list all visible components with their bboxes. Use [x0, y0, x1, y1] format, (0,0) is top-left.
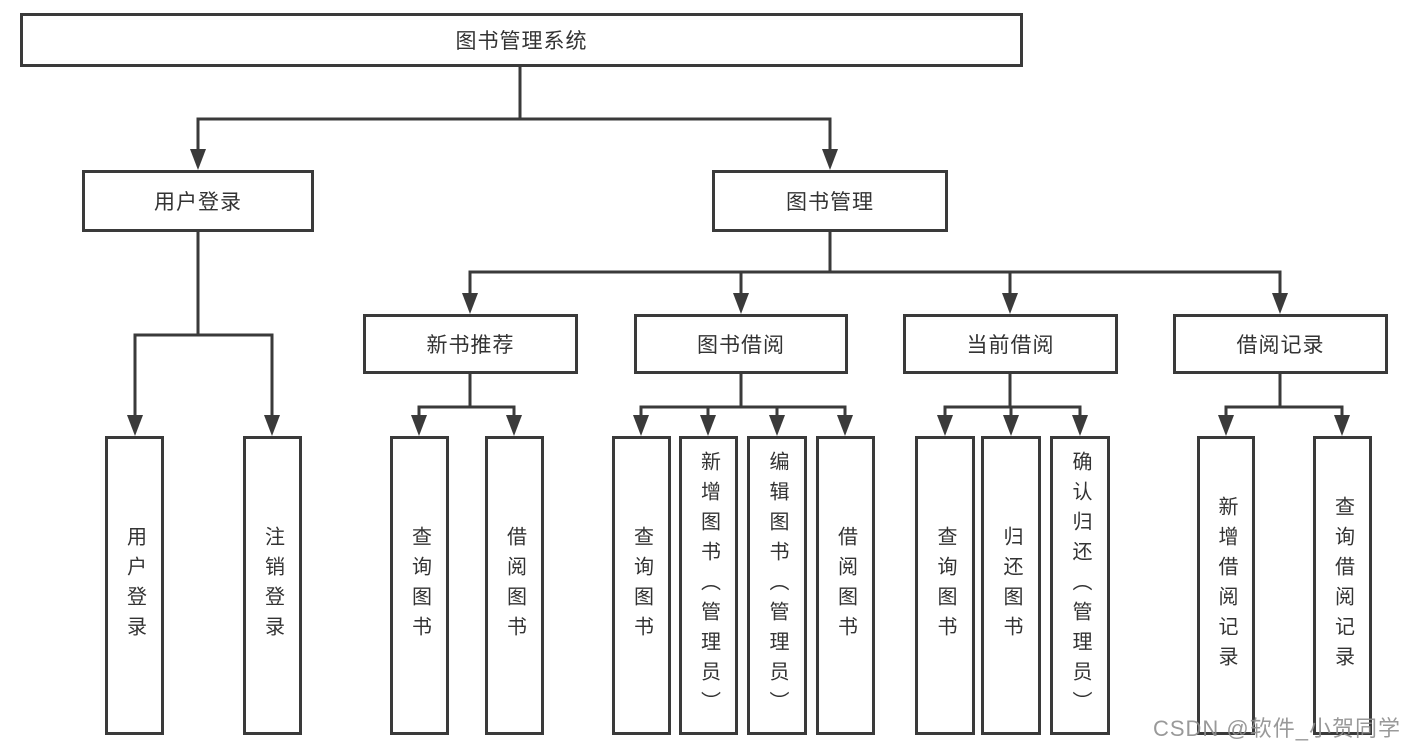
- node-recommend-borrow-books: 借阅图书: [485, 436, 544, 735]
- node-label: 查询图书: [934, 525, 956, 646]
- connector-user-login-to-leaves: [127, 232, 280, 436]
- node-label: 查询图书: [408, 525, 431, 646]
- node-label: 归还图书: [1000, 525, 1022, 646]
- connector-new-book-recommend-to-leaves: [411, 374, 522, 436]
- node-library-management-system: 图书管理系统: [20, 13, 1023, 67]
- node-label: 确认归还（管理员）: [1069, 450, 1091, 721]
- node-book-borrow: 图书借阅: [634, 314, 848, 374]
- node-return-books: 归还图书: [981, 436, 1041, 735]
- node-label: 新增图书（管理员）: [697, 450, 720, 721]
- node-label: 当前借阅: [966, 334, 1055, 357]
- node-borrow-query-books: 查询图书: [612, 436, 671, 735]
- node-label: 图书借阅: [697, 334, 785, 357]
- node-label: 用户登录: [123, 525, 146, 646]
- node-add-books-admin: 新增图书（管理员）: [679, 436, 738, 735]
- node-label: 编辑图书（管理员）: [766, 450, 788, 721]
- node-label: 图书管理: [786, 191, 874, 214]
- node-user-login-action: 用户登录: [105, 436, 164, 735]
- node-borrow-borrow-books: 借阅图书: [816, 436, 875, 735]
- node-query-borrow-record: 查询借阅记录: [1313, 436, 1372, 735]
- node-label: 借阅图书: [503, 525, 526, 646]
- node-add-borrow-record: 新增借阅记录: [1197, 436, 1255, 735]
- node-label: 查询借阅记录: [1331, 495, 1354, 676]
- node-label: 新增借阅记录: [1215, 495, 1237, 676]
- node-book-management: 图书管理: [712, 170, 948, 232]
- node-confirm-return-admin: 确认归还（管理员）: [1050, 436, 1110, 735]
- node-borrow-records: 借阅记录: [1173, 314, 1388, 374]
- node-recommend-query-books: 查询图书: [390, 436, 449, 735]
- node-label: 借阅记录: [1236, 334, 1325, 357]
- node-logout-action: 注销登录: [243, 436, 302, 735]
- node-edit-books-admin: 编辑图书（管理员）: [747, 436, 807, 735]
- connector-current-borrow-to-leaves: [937, 374, 1088, 436]
- node-label: 图书管理系统: [455, 30, 588, 53]
- node-user-login: 用户登录: [82, 170, 314, 232]
- connector-root-to-level2: [190, 67, 838, 170]
- node-label: 借阅图书: [834, 525, 857, 646]
- node-new-book-recommend: 新书推荐: [363, 314, 578, 374]
- connector-book-management-to-level3: [462, 232, 1288, 314]
- node-label: 查询图书: [630, 525, 653, 646]
- connector-borrow-records-to-leaves: [1218, 374, 1350, 436]
- node-current-query-books: 查询图书: [915, 436, 975, 735]
- node-label: 新书推荐: [426, 334, 515, 357]
- node-current-borrow: 当前借阅: [903, 314, 1118, 374]
- node-label: 用户登录: [154, 191, 242, 214]
- node-label: 注销登录: [261, 525, 284, 646]
- connector-book-borrow-to-leaves: [633, 374, 853, 436]
- csdn-watermark: CSDN @软件_小贺同学: [1152, 716, 1401, 741]
